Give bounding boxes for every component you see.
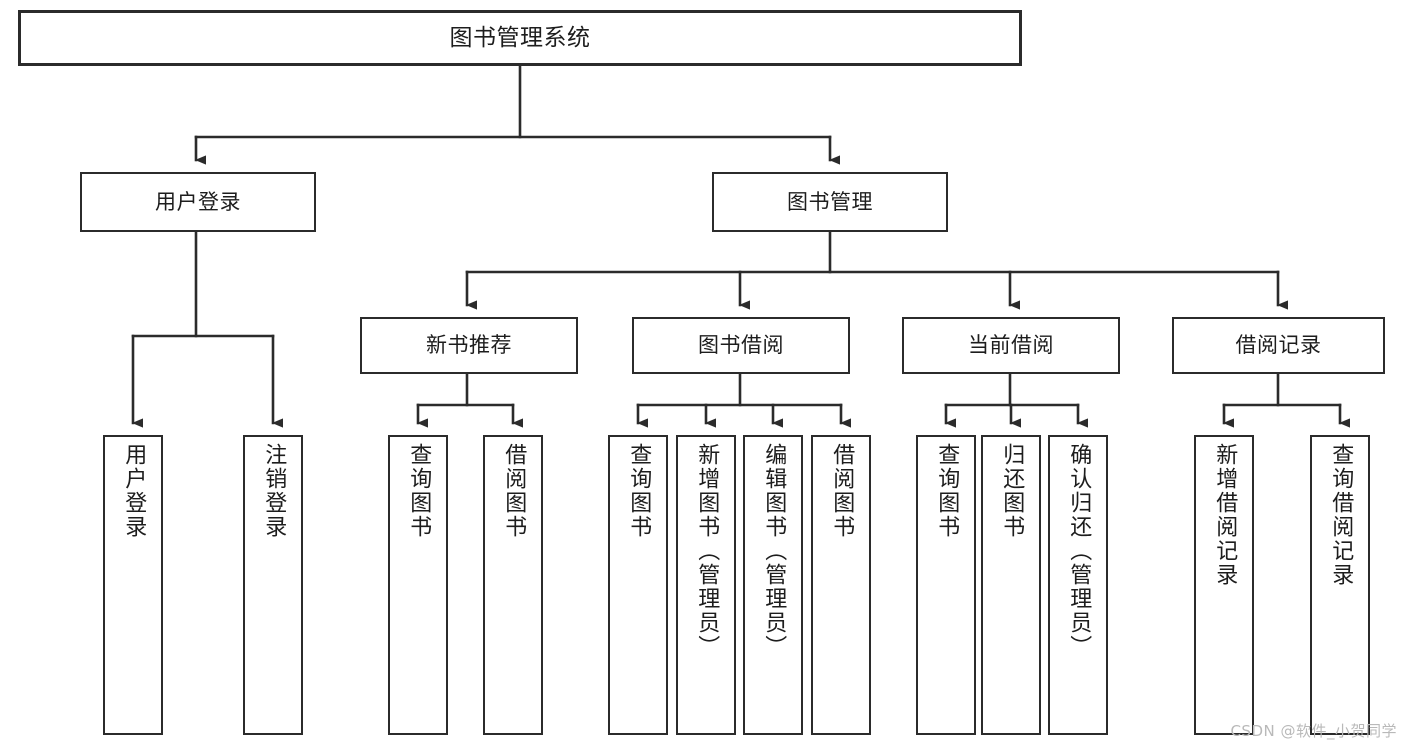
leaf-label: 查询图书: [406, 443, 432, 539]
leaf-user-login[interactable]: 用户登录: [103, 435, 163, 735]
node-label: 图书管理: [787, 189, 873, 214]
leaf-logout-login[interactable]: 注销登录: [243, 435, 303, 735]
leaf-label: 注销登录: [261, 443, 287, 539]
leaf-label: 查询图书: [626, 443, 652, 539]
node-borrow-record[interactable]: 借阅记录: [1172, 317, 1385, 374]
leaf-label: 查询图书: [934, 443, 960, 539]
node-root-system[interactable]: 图书管理系统: [18, 10, 1022, 66]
leaf-query-book-current[interactable]: 查询图书: [916, 435, 976, 735]
leaf-query-book-recommend[interactable]: 查询图书: [388, 435, 448, 735]
watermark: CSDN @软件_小贺同学: [1230, 722, 1397, 740]
leaf-borrow-book[interactable]: 借阅图书: [811, 435, 871, 735]
leaf-add-borrow-record[interactable]: 新增借阅记录: [1194, 435, 1254, 735]
leaf-confirm-return-admin[interactable]: 确认归还（管理员）: [1048, 435, 1108, 735]
node-book-borrow[interactable]: 图书借阅: [632, 317, 850, 374]
leaf-label: 确认归还（管理员）: [1066, 443, 1092, 659]
leaf-label: 新增借阅记录: [1212, 443, 1238, 587]
leaf-query-book-borrow[interactable]: 查询图书: [608, 435, 668, 735]
leaf-label: 用户登录: [121, 443, 147, 539]
leaf-label: 借阅图书: [501, 443, 527, 539]
leaf-label: 归还图书: [999, 443, 1025, 539]
leaf-label: 新增图书（管理员）: [694, 443, 720, 659]
leaf-label: 借阅图书: [829, 443, 855, 539]
leaf-return-book[interactable]: 归还图书: [981, 435, 1041, 735]
leaf-add-book-admin[interactable]: 新增图书（管理员）: [676, 435, 736, 735]
node-new-book-recommend[interactable]: 新书推荐: [360, 317, 578, 374]
node-label: 借阅记录: [1235, 333, 1322, 358]
leaf-label: 编辑图书（管理员）: [761, 443, 787, 659]
node-label: 当前借阅: [968, 333, 1054, 358]
leaf-query-borrow-record[interactable]: 查询借阅记录: [1310, 435, 1370, 735]
leaf-borrow-book-recommend[interactable]: 借阅图书: [483, 435, 543, 735]
node-current-borrow[interactable]: 当前借阅: [902, 317, 1120, 374]
node-label: 图书管理系统: [449, 24, 591, 51]
node-label: 图书借阅: [698, 333, 784, 358]
leaf-edit-book-admin[interactable]: 编辑图书（管理员）: [743, 435, 803, 735]
node-book-management[interactable]: 图书管理: [712, 172, 948, 232]
leaf-label: 查询借阅记录: [1328, 443, 1354, 587]
node-user-login[interactable]: 用户登录: [80, 172, 316, 232]
node-label: 新书推荐: [426, 333, 512, 358]
node-label: 用户登录: [155, 189, 241, 214]
